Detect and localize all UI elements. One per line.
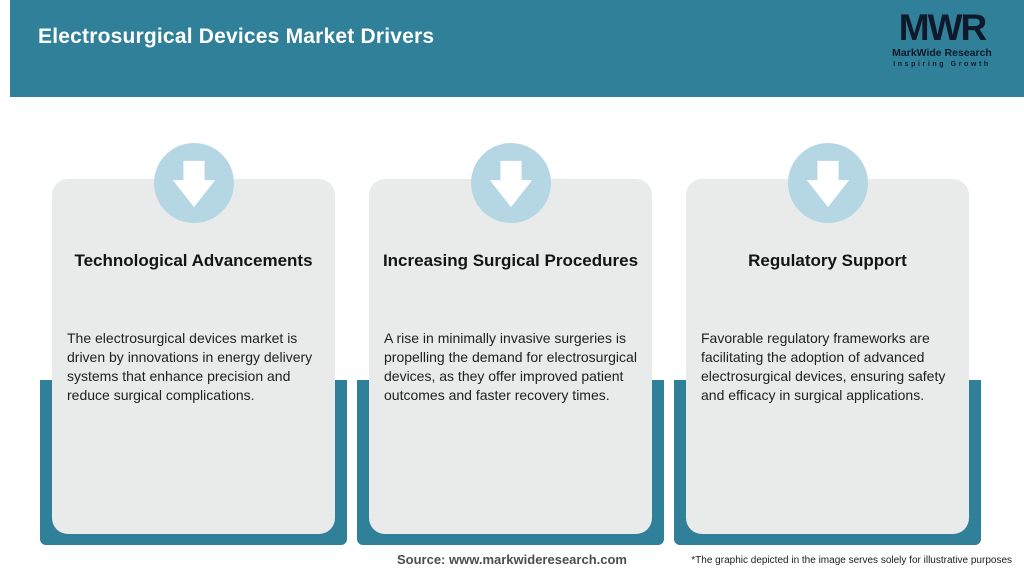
logo-acronym: MWR: [898, 7, 987, 48]
card-body: Increasing Surgical Procedures A rise in…: [369, 179, 652, 534]
header-bar: Electrosurgical Devices Market Drivers M…: [10, 0, 1024, 97]
page-title: Electrosurgical Devices Market Drivers: [38, 25, 435, 48]
arrow-down-icon: [154, 143, 234, 223]
card-title: Increasing Surgical Procedures: [382, 251, 639, 270]
disclaimer-text: *The graphic depicted in the image serve…: [691, 555, 1012, 566]
card-body: Regulatory Support Favorable regulatory …: [686, 179, 969, 534]
card-body: Technological Advancements The electrosu…: [52, 179, 335, 534]
card-description: Favorable regulatory frameworks are faci…: [701, 330, 946, 403]
driver-card-technological-advancements: Technological Advancements The electrosu…: [40, 143, 347, 546]
source-text: Source: www.markwideresearch.com: [396, 552, 627, 567]
logo-tagline: Inspiring Growth: [893, 61, 991, 68]
card-title: Technological Advancements: [74, 251, 313, 270]
arrow-down-icon: [788, 143, 868, 223]
arrow-down-icon: [471, 143, 551, 223]
driver-card-regulatory-support: Regulatory Support Favorable regulatory …: [674, 143, 981, 546]
logo-company-name: MarkWide Research: [892, 47, 992, 59]
driver-card-increasing-surgical-procedures: Increasing Surgical Procedures A rise in…: [357, 143, 664, 546]
card-description: The electrosurgical devices market is dr…: [67, 330, 313, 403]
markwide-research-logo: MWR MarkWide Research Inspiring Growth: [876, 9, 1008, 68]
card-description: A rise in minimally invasive surgeries i…: [384, 330, 637, 403]
card-title: Regulatory Support: [748, 251, 907, 270]
